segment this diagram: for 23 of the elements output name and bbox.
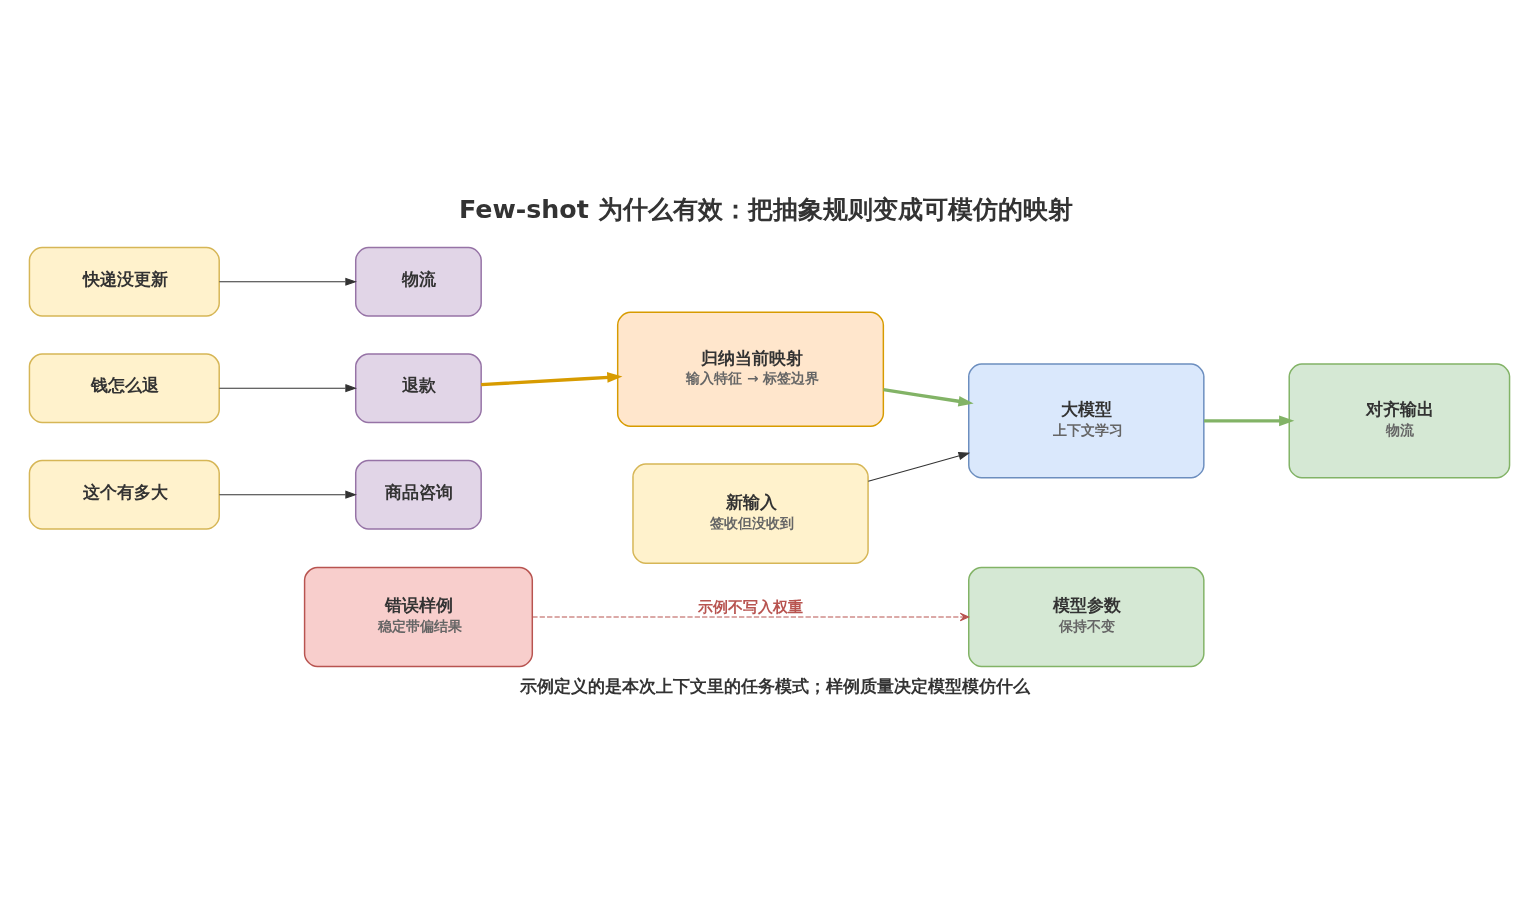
node-box: 大模型 上下文学习 xyxy=(968,362,1205,479)
diagram-title: Few-shot 为什么有效：把抽象规则变成可模仿的映射 xyxy=(459,194,1073,224)
node-box: 钱怎么退 xyxy=(28,352,220,423)
node-box: 商品咨询 xyxy=(355,459,482,530)
edge-label: 示例不写入权重 xyxy=(697,597,803,615)
node-box: 模型参数 保持不变 xyxy=(968,566,1205,667)
node-box: 错误样例 稳定带偏结果 xyxy=(303,566,534,667)
node-box: 新输入 签收但没收到 xyxy=(632,462,869,564)
node-box: 快递没更新 xyxy=(28,246,220,317)
arrow xyxy=(218,490,357,499)
arrow xyxy=(218,277,357,286)
arrow xyxy=(481,371,623,386)
arrow xyxy=(218,383,357,392)
node-box: 物流 xyxy=(355,246,482,317)
caption: 示例定义的是本次上下文里的任务模式；样例质量决定模型模仿什么 xyxy=(520,675,1031,696)
node-box: 对齐输出 物流 xyxy=(1288,362,1511,479)
node-box: 退款 xyxy=(355,352,482,423)
arrow xyxy=(1204,415,1295,426)
arrow xyxy=(531,612,970,621)
node-box: 归纳当前映射 输入特征 → 标签边界 xyxy=(616,311,885,427)
arrow xyxy=(867,451,971,482)
arrow xyxy=(883,387,974,407)
node-box: 这个有多大 xyxy=(28,459,220,530)
